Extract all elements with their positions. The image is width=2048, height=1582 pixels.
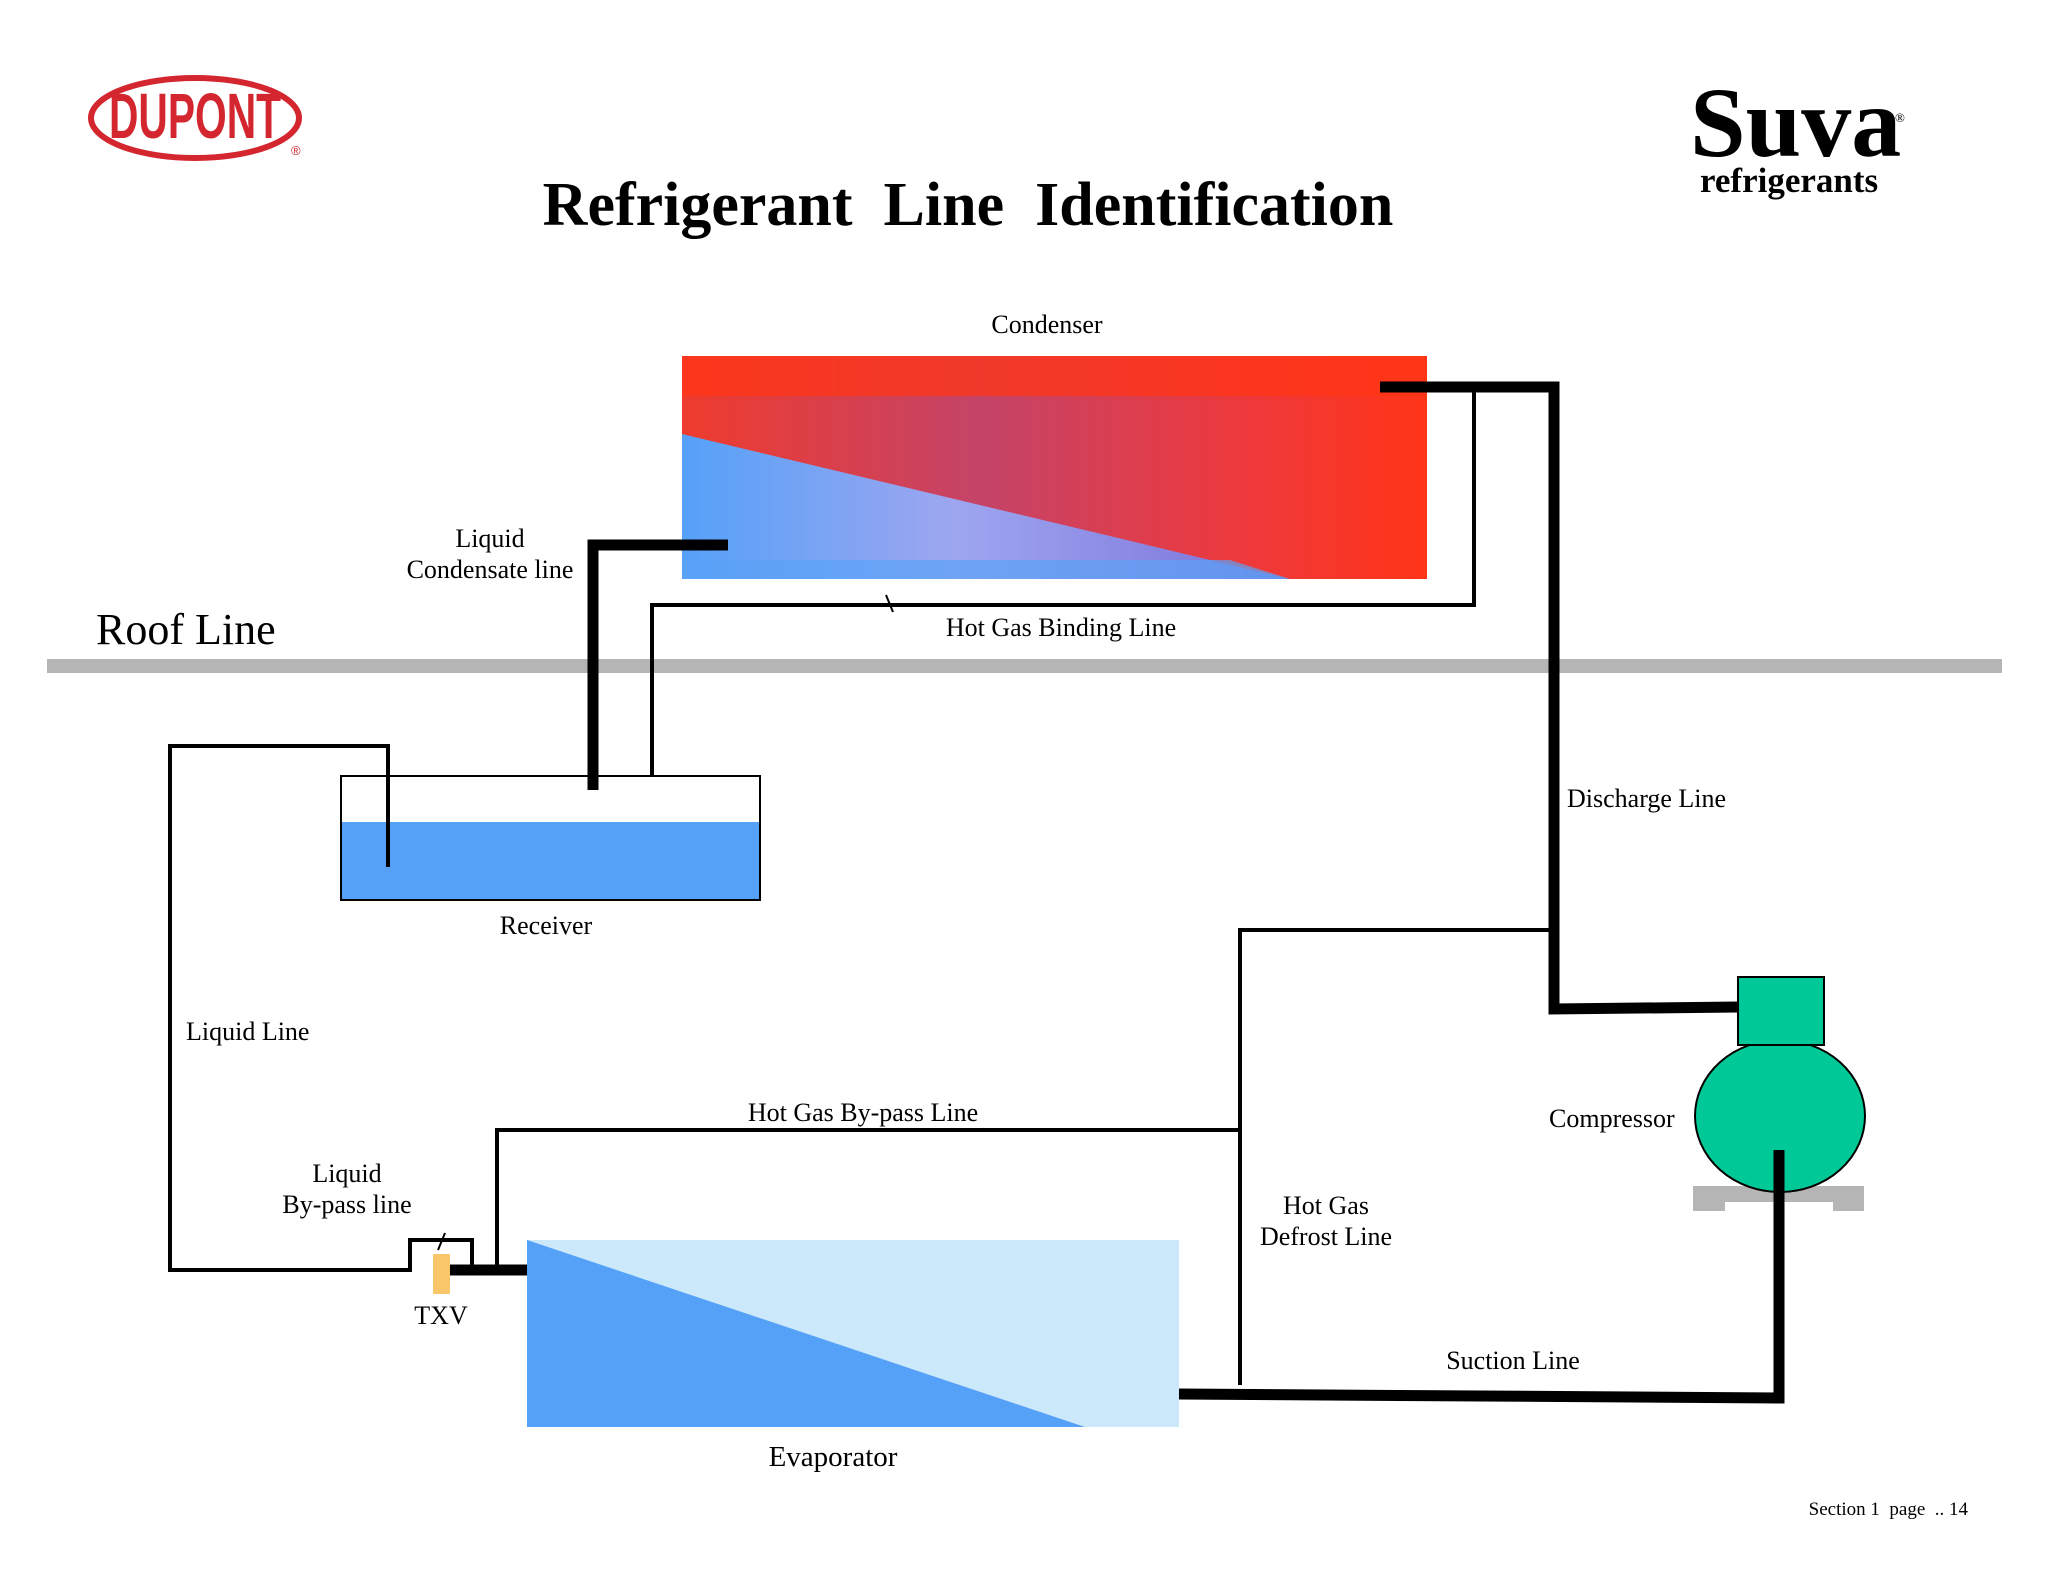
condenser-top-band <box>682 356 1427 396</box>
receiver <box>340 775 761 901</box>
compressor-head <box>1737 976 1825 1046</box>
discharge-line <box>1380 381 1739 1015</box>
hot-gas-binding-line <box>650 392 1476 776</box>
evaporator <box>527 1240 1179 1427</box>
suva-logo-subtitle: refrigerants <box>1700 161 1878 200</box>
compressor-label: Compressor <box>1549 1104 1675 1133</box>
suction-line-label: Suction Line <box>1446 1346 1580 1375</box>
hot-gas-binding-line-label: Hot Gas Binding Line <box>946 613 1176 642</box>
condenser-cool-base <box>682 560 1290 579</box>
binding-line-tick <box>885 594 894 613</box>
liquid-bypass-label-line1: Liquid <box>312 1159 381 1188</box>
liquid-condensate-label-line1: Liquid <box>455 524 524 553</box>
liquid-condensate-line <box>587 539 728 790</box>
hot-gas-defrost-label-line1: Hot Gas <box>1283 1191 1369 1220</box>
thin-lines <box>168 392 1551 1385</box>
hot-gas-defrost-line <box>1238 928 1551 1385</box>
hot-gas-bypass-line-label: Hot Gas By-pass Line <box>748 1098 978 1127</box>
hot-gas-bypass-line <box>495 1128 1240 1270</box>
dupont-logo: DUPONT ® <box>88 75 302 161</box>
evaporator-dark-section <box>527 1240 1085 1427</box>
receiver-tank <box>340 775 761 901</box>
dupont-registered-mark: ® <box>291 143 301 158</box>
liquid-line-label: Liquid Line <box>186 1017 309 1046</box>
liquid-line <box>168 744 474 1272</box>
condenser-label: Condenser <box>991 310 1103 339</box>
suva-registered-mark: ® <box>1895 110 1905 125</box>
receiver-label: Receiver <box>500 911 593 940</box>
compressor <box>1693 976 1866 1211</box>
txv-label: TXV <box>414 1301 468 1330</box>
suction-line <box>1178 1150 1785 1404</box>
discharge-line-label: Discharge Line <box>1567 784 1726 813</box>
hot-gas-defrost-label-line2: Defrost Line <box>1260 1222 1392 1251</box>
evaporator-label: Evaporator <box>769 1441 898 1473</box>
compressor-foot-left <box>1693 1186 1725 1211</box>
liquid-condensate-label-line2: Condensate line <box>407 555 574 584</box>
liquid-bypass-label-line2: By-pass line <box>282 1190 411 1219</box>
suva-logo: Suva ® refrigerants <box>1690 67 1905 200</box>
bypass-line-tick <box>437 1232 446 1251</box>
roof-line-label: Roof Line <box>96 605 276 654</box>
compressor-foot-right <box>1833 1186 1864 1211</box>
roof-line <box>47 659 2002 673</box>
condenser-cool-section <box>682 434 1290 579</box>
suva-logo-text: Suva <box>1690 67 1901 178</box>
txv-valve <box>433 1254 450 1294</box>
page-footer: Section 1 page .. 14 <box>1809 1499 1969 1520</box>
receiver-liquid <box>341 822 760 900</box>
page-title: Refrigerant Line Identification <box>543 171 1394 239</box>
condenser <box>682 356 1427 579</box>
thick-lines <box>448 381 1785 1404</box>
dupont-logo-text: DUPONT <box>109 80 281 152</box>
